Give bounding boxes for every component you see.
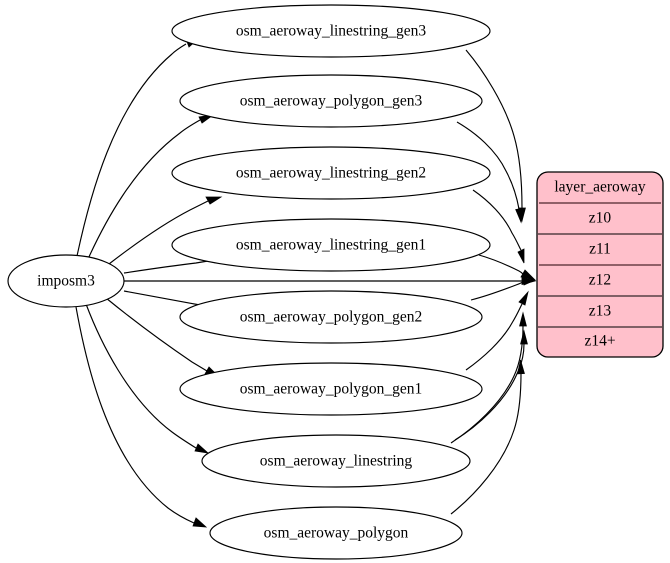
node-osm_aeroway_linestring_gen2-label: osm_aeroway_linestring_gen2 bbox=[236, 165, 426, 182]
edge-imposm3-to-osm_aeroway_linestring_gen3 bbox=[76, 37, 201, 257]
edge-imposm3-to-osm_aeroway_linestring bbox=[85, 303, 210, 454]
node-osm_aeroway_linestring_gen1[interactable]: osm_aeroway_linestring_gen1 bbox=[171, 218, 491, 272]
edge-group-tables-to-layer bbox=[450, 49, 537, 515]
node-imposm3-label: imposm3 bbox=[37, 273, 95, 290]
node-osm_aeroway_polygon_gen2[interactable]: osm_aeroway_polygon_gen2 bbox=[179, 290, 483, 344]
node-osm_aeroway_polygon_gen2-label: osm_aeroway_polygon_gen2 bbox=[240, 309, 423, 326]
node-osm_aeroway_polygon_gen1[interactable]: osm_aeroway_polygon_gen1 bbox=[179, 362, 483, 416]
node-imposm3[interactable]: imposm3 bbox=[7, 254, 125, 308]
edge-osm_aeroway_polygon_gen1-to-z13 bbox=[465, 290, 529, 371]
node-osm_aeroway_polygon-label: osm_aeroway_polygon bbox=[264, 525, 409, 542]
edge-osm_aeroway_linestring_gen3-to-z10 bbox=[465, 49, 526, 223]
node-osm_aeroway_polygon_gen1-label: osm_aeroway_polygon_gen1 bbox=[240, 381, 423, 398]
node-layer_aeroway-table[interactable]: layer_aeroway z10 z11 z12 z13 z14+ bbox=[536, 171, 664, 358]
edge-imposm3-to-layer-row-z12 bbox=[124, 276, 537, 286]
layer-table-header: layer_aeroway bbox=[554, 179, 645, 196]
node-osm_aeroway_linestring_gen2[interactable]: osm_aeroway_linestring_gen2 bbox=[171, 146, 491, 200]
edge-osm_aeroway_polygon-to-z14plus bbox=[450, 359, 525, 515]
node-osm_aeroway_linestring-label: osm_aeroway_linestring bbox=[260, 453, 413, 470]
edge-osm_aeroway_linestring-to-z14plus-curve bbox=[454, 329, 528, 441]
edge-osm_aeroway_polygon_gen3-to-z10 bbox=[456, 121, 523, 224]
node-osm_aeroway_polygon_gen3[interactable]: osm_aeroway_polygon_gen3 bbox=[179, 74, 483, 128]
edge-osm_aeroway_linestring_gen2-to-z11 bbox=[472, 189, 525, 264]
layer-table-row-z13[interactable]: z13 bbox=[589, 303, 612, 320]
edge-osm_aeroway_polygon_gen2-to-z12 bbox=[470, 278, 536, 301]
edge-imposm3-to-osm_aeroway_polygon bbox=[75, 306, 208, 528]
layer-table-row-z11[interactable]: z11 bbox=[589, 241, 611, 258]
node-osm_aeroway_linestring[interactable]: osm_aeroway_linestring bbox=[201, 434, 471, 488]
node-osm_aeroway_linestring_gen3-label: osm_aeroway_linestring_gen3 bbox=[236, 23, 427, 40]
layer-table-row-z10[interactable]: z10 bbox=[589, 210, 612, 227]
edge-osm_aeroway_linestring_gen1-to-z12 bbox=[478, 254, 537, 281]
layer-table-row-z12[interactable]: z12 bbox=[589, 272, 611, 289]
node-osm_aeroway_polygon_gen3-label: osm_aeroway_polygon_gen3 bbox=[240, 93, 423, 110]
layer-table-row-z14plus[interactable]: z14+ bbox=[584, 333, 615, 350]
node-osm_aeroway_linestring_gen1-label: osm_aeroway_linestring_gen1 bbox=[236, 237, 426, 254]
node-osm_aeroway_polygon[interactable]: osm_aeroway_polygon bbox=[209, 506, 463, 560]
edge-imposm3-to-osm_aeroway_linestring_gen2 bbox=[108, 196, 223, 265]
node-osm_aeroway_linestring_gen3[interactable]: osm_aeroway_linestring_gen3 bbox=[171, 4, 491, 58]
